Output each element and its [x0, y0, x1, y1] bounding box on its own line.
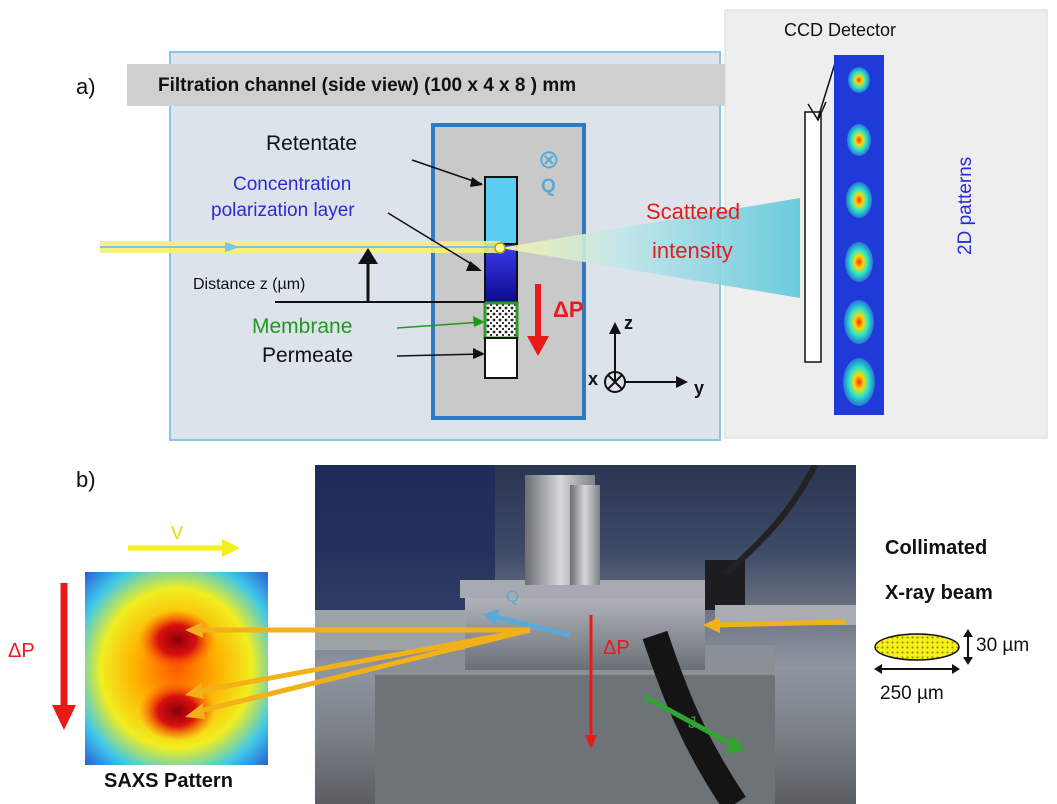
concentration-label-1: Concentration: [233, 174, 352, 195]
scatter-lines: [185, 622, 531, 719]
q-label: Q: [541, 176, 556, 197]
membrane-leader: [396, 321, 483, 329]
beam-arrowhead: [225, 242, 240, 252]
permeate-leader: [396, 353, 483, 357]
pattern-3: [846, 182, 872, 218]
panel-a-graphics: [100, 9, 1048, 441]
retentate-zone: [484, 176, 518, 245]
inlet-pipe: [715, 605, 856, 625]
x-axis-symbol: [604, 371, 626, 393]
title-band: [127, 64, 727, 106]
photo-delta-p-label: ΔP: [603, 637, 630, 659]
delta-p-label: ΔP: [553, 297, 584, 322]
membrane-label: Membrane: [252, 315, 353, 338]
pattern-6: [843, 358, 875, 406]
panel-a-label: a): [76, 74, 96, 99]
panel-b: b) V ΔP SAXS Pattern: [0, 455, 1057, 804]
beam-profile: [874, 629, 973, 674]
ccd-pointer-head: [807, 101, 827, 122]
patterns-label: 2D patterns: [955, 156, 976, 255]
pattern-strip: [834, 55, 884, 415]
beam-width-label: 250 µm: [880, 683, 944, 704]
permeate-label: Permeate: [262, 344, 354, 367]
pattern-4: [845, 242, 873, 282]
beam-ellipse: [874, 633, 960, 661]
ccd-detector-bar: [804, 111, 822, 363]
axis-y-label: y: [694, 378, 705, 398]
beam-arrow: [714, 619, 846, 628]
v-label: V: [171, 523, 184, 543]
pattern-1: [848, 67, 870, 93]
q-symbol-icon: ⊗: [538, 144, 560, 174]
ccd-detector-label: CCD Detector: [784, 20, 897, 40]
distance-label: Distance z (µm): [193, 276, 306, 293]
retentate-label: Retentate: [266, 132, 358, 155]
photo-q-label: Q: [506, 587, 520, 606]
pattern-2: [847, 124, 871, 156]
axis-x-label: x: [588, 369, 599, 389]
panel-a: a) Filtration channel (side view) (100 x…: [76, 9, 1048, 441]
collimated-label-1: Collimated: [885, 537, 988, 559]
sensor-box: [705, 560, 745, 610]
saxs-upper-spot: [139, 610, 215, 670]
saxs-delta-p-label: ΔP: [8, 640, 35, 662]
collimated-label-2: X-ray beam: [885, 582, 993, 604]
channel-title: Filtration channel (side view) (100 x 4 …: [158, 75, 577, 96]
permeate-zone: [484, 337, 518, 379]
pattern-5: [844, 300, 874, 344]
scattered-cone: [500, 198, 800, 298]
membrane-zone: [483, 301, 519, 340]
concentration-label-2: polarization layer: [211, 200, 355, 221]
axis-z-label: z: [624, 313, 633, 333]
beam-height-label: 30 µm: [976, 635, 1030, 656]
photo-q-arrow: [494, 614, 571, 638]
j-arrow: [643, 694, 735, 748]
beam-spot: [494, 242, 506, 254]
retentate-leader: [411, 159, 483, 185]
panel-b-label: b): [76, 467, 96, 492]
scattered-label-1: Scattered: [646, 199, 741, 224]
cpl-leader: [387, 212, 479, 269]
saxs-caption: SAXS Pattern: [104, 770, 233, 792]
ccd-pointer-line: [817, 59, 837, 119]
j-label: J: [688, 713, 697, 732]
pattern-spots: [843, 67, 875, 406]
scattered-label-2: intensity: [652, 238, 733, 263]
